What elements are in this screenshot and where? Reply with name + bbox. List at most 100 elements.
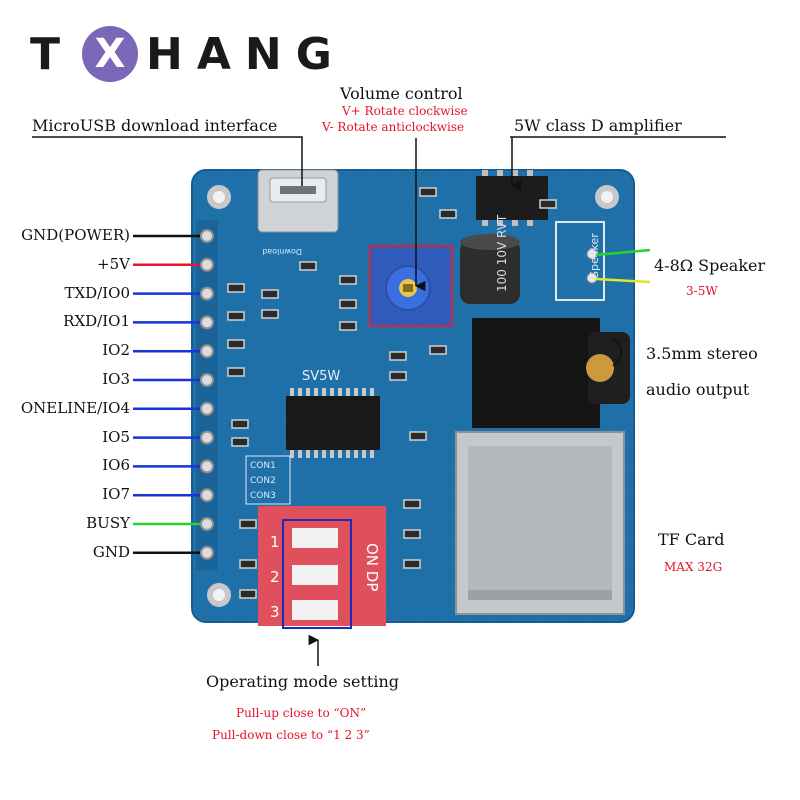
ic-pin — [322, 450, 326, 458]
tf-card-label: TF Card — [658, 530, 725, 549]
ic-pin — [346, 450, 350, 458]
smd-part — [261, 289, 279, 299]
smd-part — [389, 351, 407, 361]
speaker-wire-green — [595, 248, 651, 257]
header-pin — [200, 373, 214, 387]
logo-x-mark: X — [82, 26, 139, 82]
smd-part — [227, 311, 245, 321]
callout-lines — [32, 136, 726, 666]
smd-part — [261, 309, 279, 319]
header-pin — [200, 488, 214, 503]
ic-pin — [370, 388, 374, 396]
pin-label: +5V — [97, 254, 130, 273]
usb-label: MicroUSB download interface — [32, 116, 278, 135]
ic-pin — [290, 388, 294, 396]
con-label-3: CON3 — [250, 491, 276, 501]
pin-label: GND(POWER) — [21, 226, 130, 244]
electrolytic-capacitor — [460, 234, 520, 304]
mode-pulldown-note: Pull-down close to “1 2 3” — [212, 728, 370, 742]
ic-pin — [354, 388, 358, 396]
volume-title: Volume control — [340, 84, 463, 103]
smd-part — [299, 261, 317, 271]
header-pin — [200, 257, 214, 272]
ic-pin — [322, 388, 326, 396]
brand-logo: T X HANG — [30, 24, 346, 84]
smd-part — [227, 367, 245, 377]
header-pin — [200, 459, 214, 474]
volume-potentiometer — [369, 245, 453, 327]
header-pin — [200, 517, 214, 531]
ic-pin — [298, 388, 302, 396]
ic-pin — [314, 388, 318, 396]
audio-output-line1: 3.5mm stereo — [646, 344, 758, 363]
mode-setting-label: Operating mode setting — [206, 672, 399, 691]
amplifier-label: 5W class D amplifier — [514, 116, 682, 135]
pin-label: IO7 — [102, 485, 130, 504]
smd-components — [227, 187, 557, 599]
ic-pin — [330, 388, 334, 396]
dip-switch — [258, 506, 386, 629]
capacitor-label: 100 10V RVT — [495, 214, 509, 292]
smd-part — [231, 437, 249, 447]
ic-pin — [338, 388, 342, 396]
smd-part — [409, 431, 427, 441]
header-pins — [200, 229, 214, 560]
smd-part — [227, 283, 245, 293]
volume-ccw-note: V- Rotate anticlockwise — [322, 120, 465, 134]
main-decoder-chip — [286, 388, 380, 458]
pin-label: GND — [92, 542, 130, 561]
pin-label: BUSY — [86, 514, 130, 532]
smd-part — [231, 419, 249, 429]
pin-label: IO5 — [102, 427, 130, 446]
smd-part — [227, 339, 245, 349]
pin-label: TXD/IO0 — [64, 283, 130, 302]
smd-part — [429, 345, 447, 355]
header-pin — [200, 545, 214, 560]
pin-label: IO3 — [102, 370, 130, 388]
con-jumpers: CON1 CON2 CON3 — [245, 455, 291, 505]
micro-usb-connector — [257, 169, 339, 233]
ic-pin — [306, 388, 310, 396]
ic-pin — [338, 450, 342, 458]
header-pin — [200, 286, 214, 301]
ic-pin — [346, 388, 350, 396]
ic-pin — [370, 450, 374, 458]
smd-part — [419, 187, 437, 197]
ic-pin — [306, 450, 310, 458]
smd-part — [389, 371, 407, 381]
con-label-2: CON2 — [250, 476, 276, 486]
speaker-power-note: 3-5W — [686, 284, 718, 298]
con-label-1: CON1 — [250, 461, 276, 471]
dip-on-label: ON DP — [363, 543, 381, 591]
smd-part — [239, 519, 257, 529]
silk-download: Download — [262, 247, 302, 256]
logo-word-hang: HANG — [146, 28, 346, 80]
tf-card-slot — [455, 431, 625, 615]
ic-pin — [290, 450, 294, 458]
ic-pin — [298, 450, 302, 458]
ic-pin — [362, 450, 366, 458]
ic-pin — [314, 450, 318, 458]
pin-leader-lines — [133, 234, 200, 555]
smd-part — [339, 321, 357, 331]
pin-label: RXD/IO1 — [63, 312, 130, 331]
pin-label: IO2 — [102, 341, 130, 360]
silk-model: SV5W — [302, 369, 340, 384]
silk-speaker: Speaker — [588, 233, 601, 278]
header-pin — [200, 401, 214, 416]
header-strip — [196, 220, 218, 570]
pin-label: ONELINE/IO4 — [20, 398, 130, 417]
speaker-label: 4-8Ω Speaker — [654, 256, 766, 275]
dip-number-3: 3 — [270, 603, 280, 621]
smd-part — [339, 275, 357, 285]
tf-card-max-note: MAX 32G — [664, 560, 723, 574]
dip-number-2: 2 — [270, 568, 280, 586]
smd-part — [403, 529, 421, 539]
mode-pullup-note: Pull-up close to “ON” — [236, 706, 367, 720]
ic-pin — [354, 450, 358, 458]
smd-part — [239, 559, 257, 569]
speaker-wire-yellow — [595, 277, 651, 284]
audio-output-line2: audio output — [646, 380, 750, 399]
audio-jack — [472, 318, 630, 428]
